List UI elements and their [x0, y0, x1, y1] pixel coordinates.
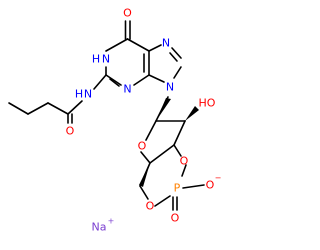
stereo-wedges: [139, 98, 199, 187]
bond-p-ominus: [182, 184, 205, 189]
atom-o5-prime: O: [146, 200, 155, 213]
atom-sodium: Na: [92, 221, 107, 234]
wedge-c1prime-n9: [156, 98, 171, 121]
atom-n2-amide: N: [84, 88, 92, 101]
bond-c6-n1: [105, 38, 129, 52]
atom-n7: N: [162, 37, 170, 50]
wedge-c4prime-c5prime: [139, 163, 150, 187]
bond-oring-c4prime: [140, 151, 151, 164]
bond-c6-c5: [126, 38, 150, 52]
wedge-c2prime-oh: [185, 106, 199, 121]
bond-c2prime-c3prime: [173, 120, 186, 146]
bond-o5prime-c5prime: [139, 185, 149, 200]
atom-p: P: [174, 182, 181, 195]
bond-c2-n3-inner: [109, 78, 120, 87]
atom-n9: N: [166, 81, 174, 94]
bond-c1prime-oring: [145, 120, 157, 141]
bond-c4prime-c3prime: [149, 144, 175, 164]
bond-chain-3: [8, 102, 29, 115]
bond-o3prime-p: [181, 164, 187, 177]
bond-c3prime-o3prime: [173, 144, 182, 157]
atom-o-keto: O: [123, 7, 132, 20]
atom-o-ring: O: [138, 140, 147, 153]
atom-o-double-p: O: [171, 212, 180, 225]
bond-n9-c4: [148, 74, 165, 83]
atom-o-minus: O: [206, 179, 215, 192]
bond-p-o5prime: [154, 195, 171, 207]
atom-n1-h: H: [92, 53, 100, 66]
atom-n1: N: [102, 53, 110, 66]
chemical-structure: O H N N N N H N O HO O O P O − O O Na +: [8, 7, 222, 234]
bond-n7-c8: [171, 47, 182, 59]
bond-c2-n3: [105, 74, 122, 86]
bond-nh-c-amide: [67, 100, 83, 115]
bond-chain-1: [47, 102, 69, 115]
atom-n2-amide-h: H: [75, 88, 83, 101]
bond-chain-2: [27, 102, 49, 115]
bond-n7-c8-inner: [169, 52, 178, 62]
atom-ho-2prime: HO: [199, 97, 216, 110]
atom-labels: O H N N N N H N O HO O O P O − O O Na +: [66, 7, 222, 234]
bond-c2-nh: [93, 74, 107, 90]
bond-c8-n9: [173, 66, 182, 79]
atom-n3: N: [123, 83, 131, 96]
atom-o-minus-charge: −: [215, 174, 222, 183]
atom-o3-prime: O: [180, 155, 189, 168]
bond-c5-n7: [148, 44, 162, 52]
bond-n3-c4: [133, 74, 150, 86]
atom-sodium-charge: +: [108, 217, 115, 226]
atom-o-amide: O: [66, 125, 75, 138]
